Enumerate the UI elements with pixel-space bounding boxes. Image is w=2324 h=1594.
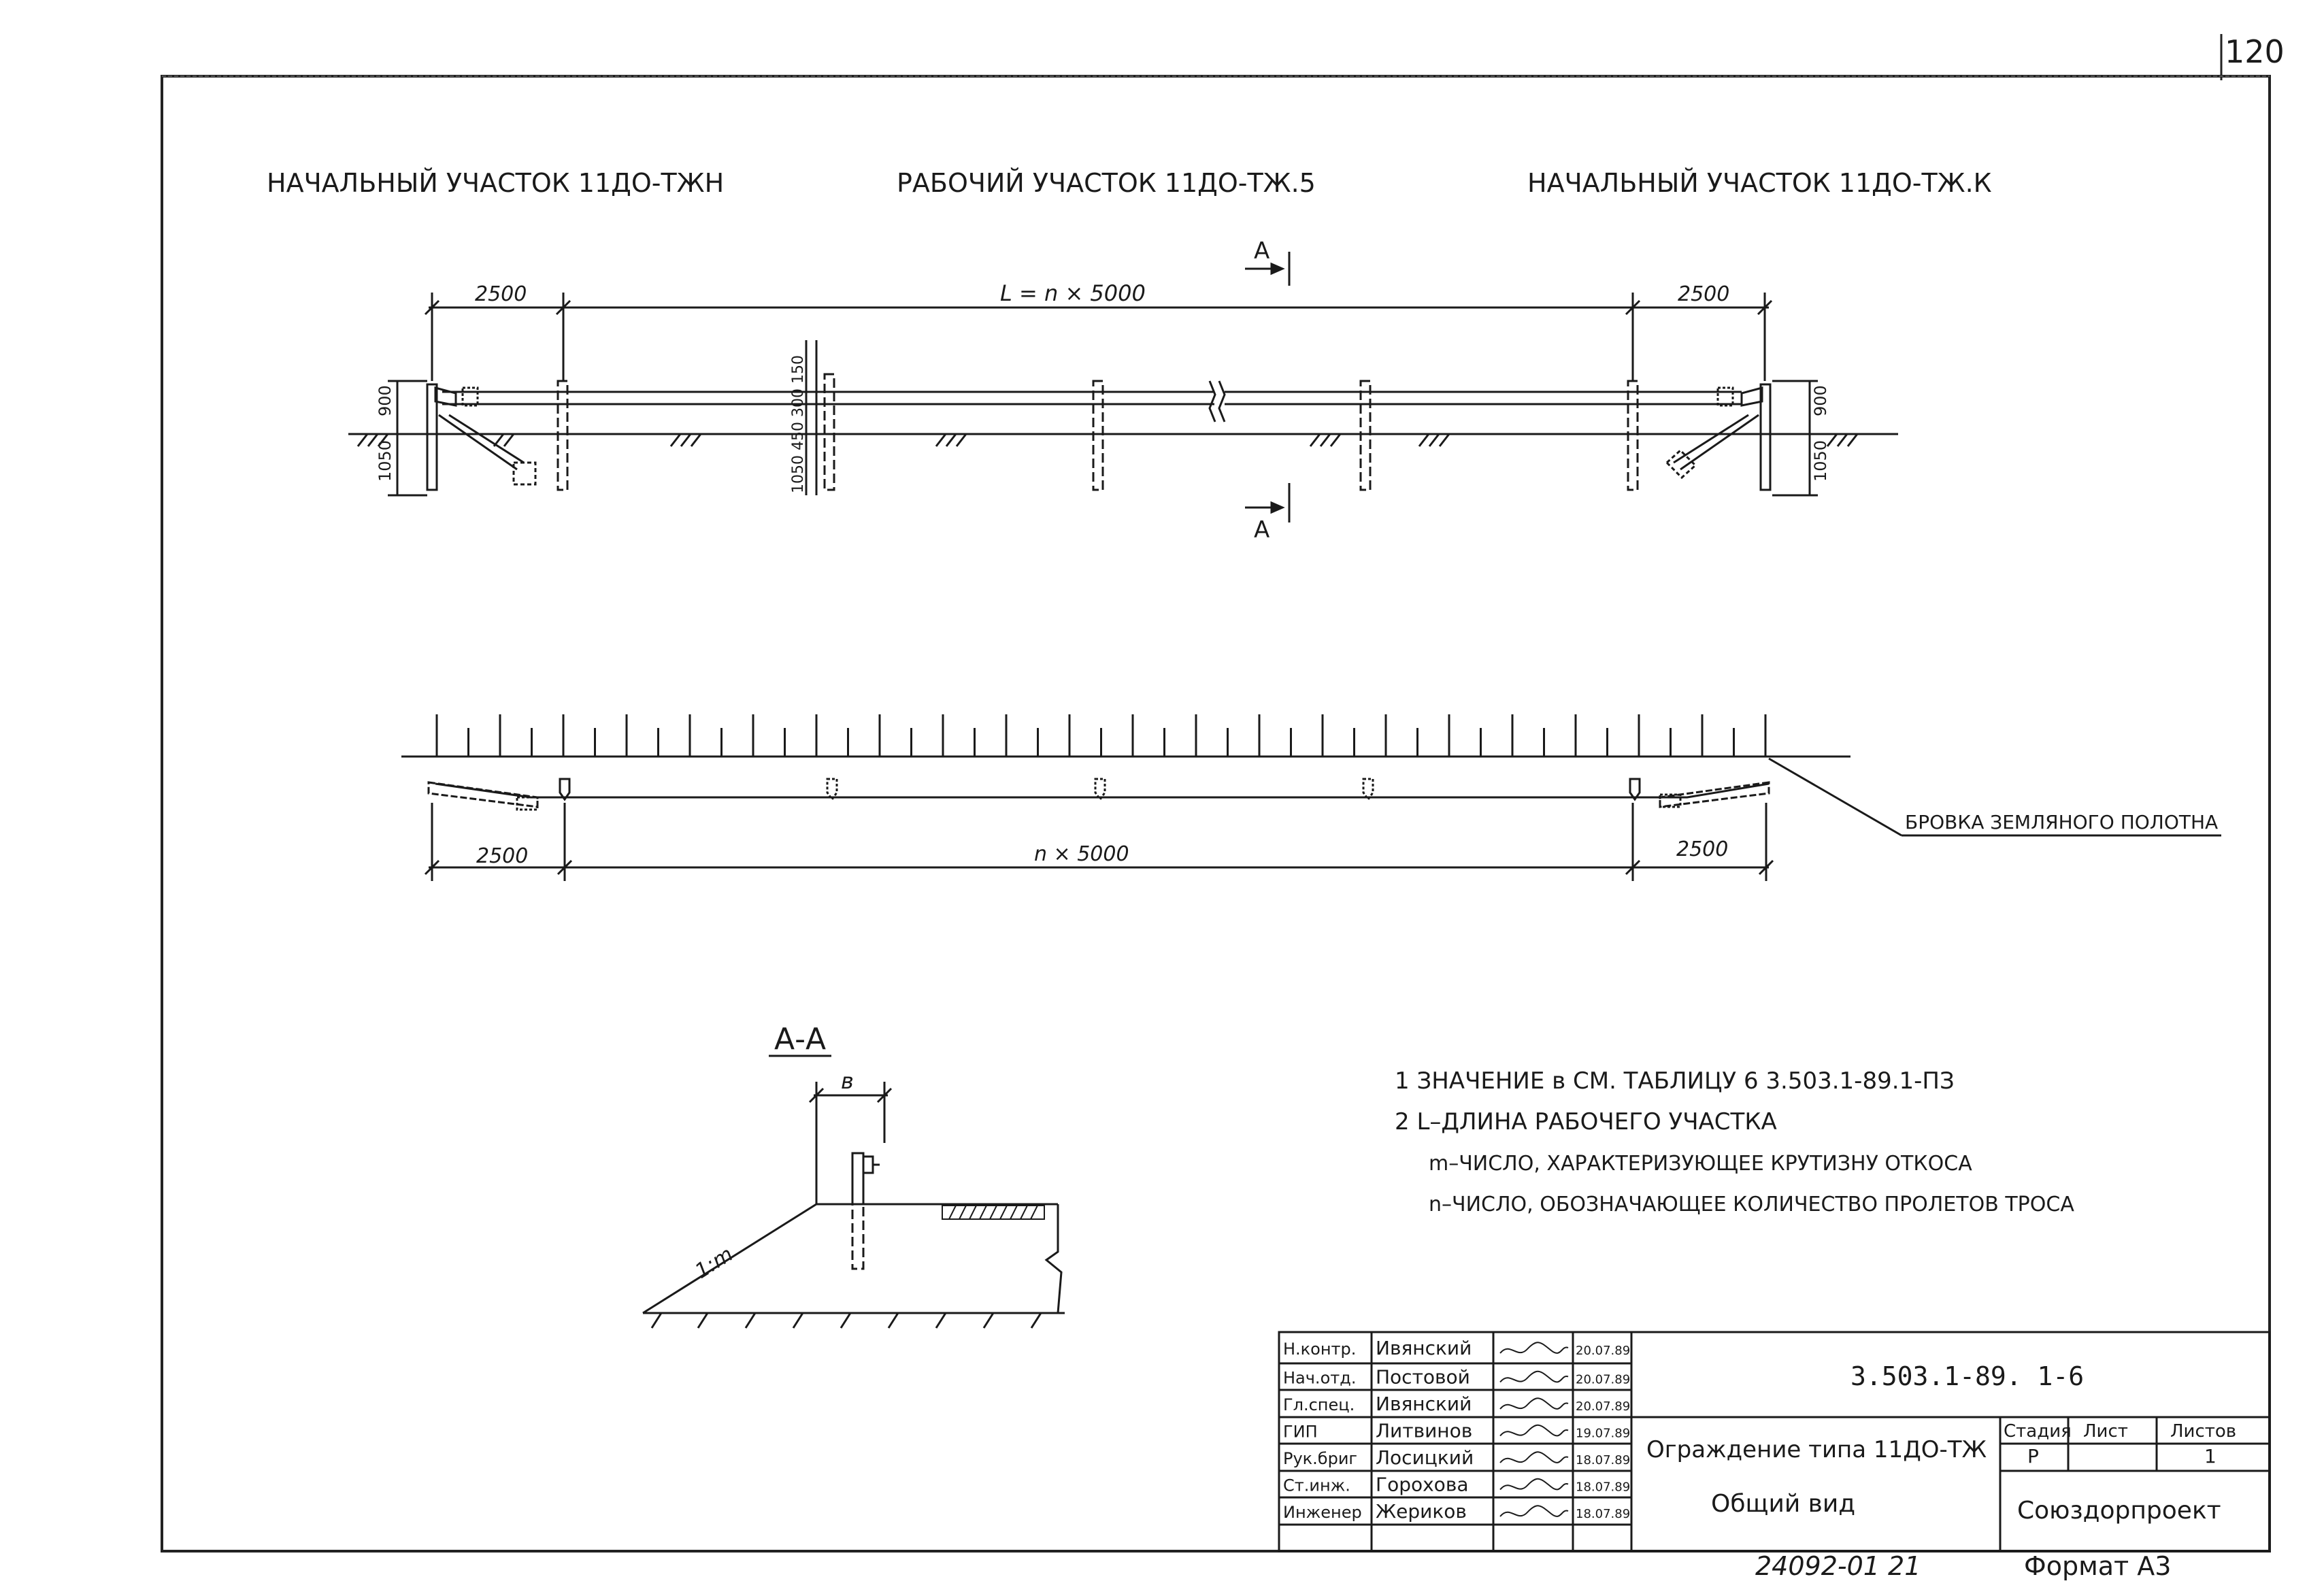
signature-role: ГИП [1283,1423,1318,1442]
signature-scribble [1499,1478,1569,1491]
organization: Союздорпроект [2017,1497,2221,1525]
signature-name: Ивянский [1376,1393,1472,1415]
inventory-number: 24092-01 21 [1755,1551,1921,1581]
dim-elevation-total: L = n × 5000 [1000,280,1146,306]
stage-header: Стадия [2004,1421,2072,1442]
post-dims: 1050 450 300 150 [790,355,807,493]
dim-plan-left: 2500 [476,844,528,868]
signature-name: Литвинов [1376,1420,1472,1442]
signature-date: 20.07.89 [1576,1373,1630,1387]
signature-role: Н.контр. [1283,1340,1356,1359]
section-mark-bottom: А [1254,516,1269,544]
note-4: n–ЧИСЛО, ОБОЗНАЧАЮЩЕЕ КОЛИЧЕСТВО ПРОЛЕТО… [1429,1193,2074,1216]
signature-date: 20.07.89 [1576,1344,1630,1358]
header-end-section: НАЧАЛЬНЫЙ УЧАСТОК 11ДО-ТЖ.К [1527,168,1992,198]
signature-role: Рук.бриг [1283,1449,1357,1468]
section-mark-top: А [1254,237,1269,265]
signature-name: Постовой [1376,1366,1470,1389]
section-view [642,1055,1065,1329]
dim-elevation-left: 2500 [475,282,527,306]
signature-date: 20.07.89 [1576,1399,1630,1414]
sheets-header: Листов [2170,1421,2236,1442]
dim-elevation-right: 2500 [1678,282,1729,306]
signature-date: 19.07.89 [1576,1427,1630,1441]
signature-date: 18.07.89 [1576,1480,1630,1495]
signature-role: Гл.спец. [1283,1395,1355,1414]
signature-role: Инженер [1283,1503,1362,1522]
signature-name: Жериков [1376,1500,1467,1523]
left-height-bottom: 1050 [376,440,395,482]
sheet-header: Лист [2083,1421,2128,1442]
signature-name: Лосицкий [1376,1446,1474,1469]
signature-scribble [1499,1342,1569,1354]
left-height-top: 900 [376,385,395,416]
signature-name: Горохова [1376,1474,1468,1496]
sheet-number: 120 [2225,33,2285,70]
signature-scribble [1499,1451,1569,1463]
signature-scribble [1499,1424,1569,1437]
drawing-title-line-2: Общий вид [1711,1490,1855,1518]
signature-role: Нач.отд. [1283,1369,1356,1388]
title-block [1278,1331,2271,1553]
signature-role: Ст.инж. [1283,1476,1350,1495]
dim-plan-mid: n × 5000 [1034,842,1129,866]
signature-scribble [1499,1505,1569,1517]
header-start-section: НАЧАЛЬНЫЙ УЧАСТОК 11ДО-ТЖН [267,168,724,198]
signature-date: 18.07.89 [1576,1453,1630,1467]
signature-date: 18.07.89 [1576,1507,1630,1521]
note-1: 1 ЗНАЧЕНИЕ в СМ. ТАБЛИЦУ 6 3.503.1-89.1-… [1395,1067,1955,1095]
sheet-format: Формат А3 [2024,1551,2171,1581]
section-title: А-А [774,1022,826,1057]
right-height-top: 900 [1811,385,1830,416]
header-working-section: РАБОЧИЙ УЧАСТОК 11ДО-ТЖ.5 [897,168,1316,198]
note-2: 2 L–ДЛИНА РАБОЧЕГО УЧАСТКА [1395,1108,1777,1135]
note-3: m–ЧИСЛО, ХАРАКТЕРИЗУЮЩЕЕ КРУТИЗНУ ОТКОСА [1429,1152,1972,1176]
dim-plan-right: 2500 [1676,837,1728,861]
edge-label: БРОВКА ЗЕМЛЯНОГО ПОЛОТНА [1905,811,2218,833]
signature-name: Ивянский [1376,1337,1472,1359]
stage-value: Р [2027,1445,2039,1467]
doc-code: 3.503.1-89. 1-6 [1850,1361,2084,1391]
drawing-title-line-1: Ограждение типа 11ДО-ТЖ [1646,1436,1987,1463]
plan-view [401,714,2221,881]
elevation-view [348,252,1898,522]
signature-scribble [1499,1397,1569,1410]
right-height-bottom: 1050 [1811,440,1830,482]
dim-b: в [841,1068,854,1094]
sheets-value: 1 [2204,1445,2217,1467]
signature-scribble [1499,1370,1569,1383]
